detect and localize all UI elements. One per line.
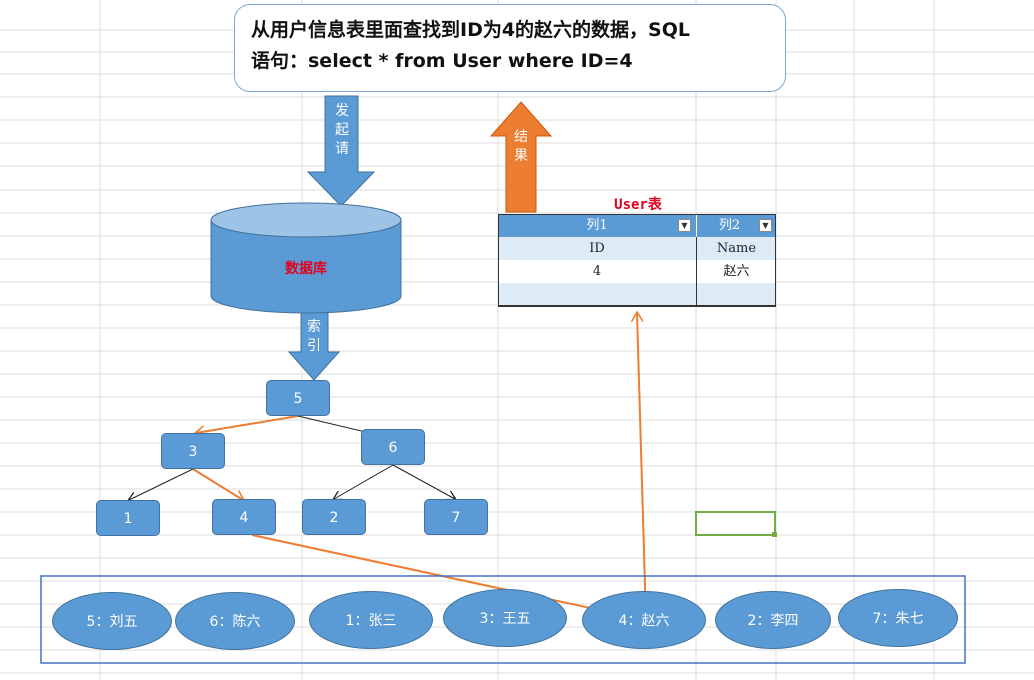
callout-line-1: 从用户信息表里面查找到ID为4的赵六的数据，SQL [251,19,691,41]
record-ellipse-target[interactable]: 4：赵六 [582,591,706,649]
table-cell[interactable] [696,283,776,306]
request-arrow [306,95,376,207]
index-arrow [287,308,341,381]
result-arrow-label: 结果 [514,129,528,164]
index-arrow-label: 索引 [307,319,321,354]
table-header-col2[interactable]: 列2 ▼ [696,214,776,237]
filter-dropdown-icon[interactable]: ▼ [678,219,691,232]
tree-node-leaf-1[interactable]: 1 [96,500,160,536]
table-header-col1[interactable]: 列1 ▼ [498,214,696,237]
table-row: 4 赵六 [498,260,776,283]
table-row [498,283,776,307]
tree-node-leaf-7[interactable]: 7 [424,499,488,535]
tree-node-right[interactable]: 6 [361,429,425,465]
record-ellipse[interactable]: 3：王五 [443,589,567,647]
callout-line-2: 语句：select * from User where ID=4 [251,50,633,72]
table-cell[interactable] [498,283,696,306]
table-cell[interactable]: Name [696,237,776,260]
record-ellipse[interactable]: 7：朱七 [838,589,958,647]
table-cell[interactable]: 赵六 [696,260,776,283]
table-cell[interactable]: 4 [592,264,602,279]
table-title: User表 [614,197,662,213]
table-row: ID Name [498,237,776,260]
database-label: 数据库 [285,261,327,277]
table-header-row: 列1 ▼ 列2 ▼ [498,214,776,237]
record-ellipse[interactable]: 6：陈六 [175,592,295,650]
tree-node-leaf-2[interactable]: 2 [302,499,366,535]
table-cell[interactable]: ID [589,241,605,256]
database-cylinder [210,202,402,314]
record-ellipse[interactable]: 5：刘五 [52,592,172,650]
tree-node-leaf-4[interactable]: 4 [212,499,276,535]
sql-callout: 从用户信息表里面查找到ID为4的赵六的数据，SQL 语句：select * fr… [234,4,786,92]
filter-dropdown-icon[interactable]: ▼ [759,219,772,232]
tree-node-root[interactable]: 5 [266,380,330,416]
request-arrow-label: 发起请 [335,103,349,157]
record-ellipse[interactable]: 2：李四 [715,591,831,649]
result-arrow [489,101,553,213]
tree-node-left[interactable]: 3 [161,433,225,469]
record-ellipse[interactable]: 1：张三 [309,591,433,649]
